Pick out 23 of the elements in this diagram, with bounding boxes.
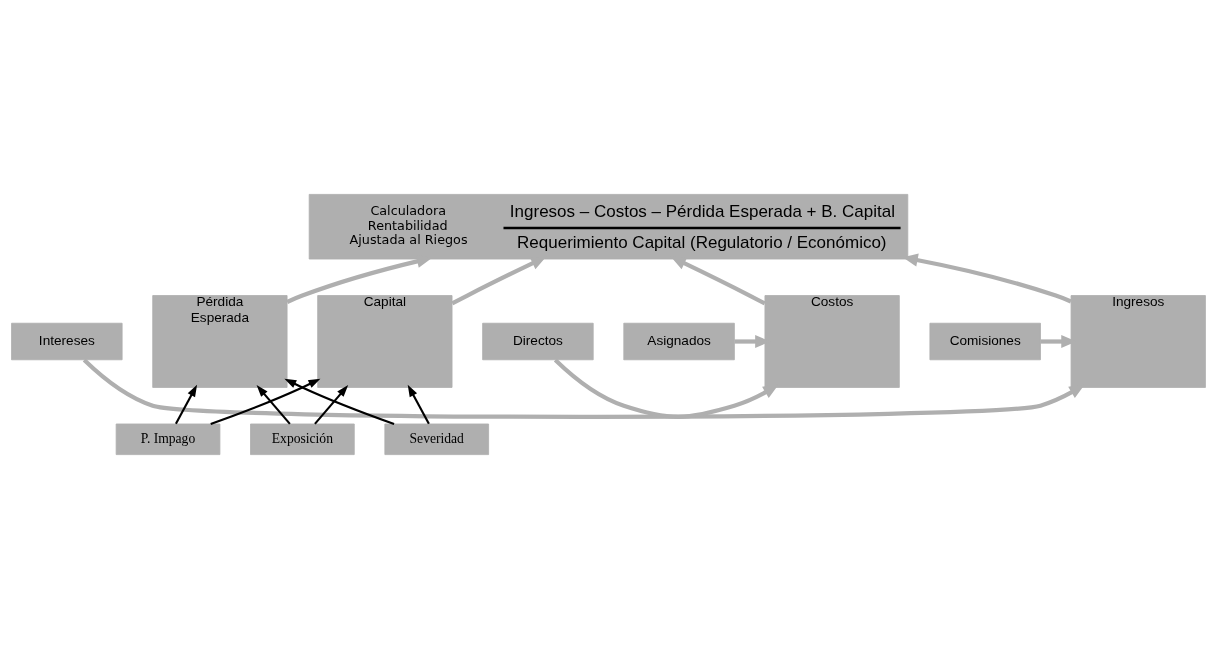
node-box: Directos [482,322,594,360]
arrow [256,384,291,425]
arrow [670,256,766,305]
node-box: Ingresos [1070,294,1206,388]
node-box: Intereses [11,322,123,360]
node-box: P. Impago [115,423,221,455]
arrow [902,253,1072,303]
arrow [82,357,1085,419]
arrow [210,378,321,425]
arrow [284,378,395,425]
node-box: Severidad [384,423,490,455]
arrow [407,384,430,424]
arrow [553,357,779,419]
node-box: Calculadora Rentabilidad Ajustada al Riegos Ingresos – Costos – Pérdida Esperada + B. Capital Requerimiento Capital (Regulatorio / Económico) [308,193,909,259]
arrow [451,256,547,305]
node-box: Pérdida Esperada [152,294,288,388]
node-box: Comisiones [929,322,1041,360]
arrow [174,384,198,424]
node-box: Costos [764,294,900,388]
node-box: Exposición [250,423,355,455]
arrow [314,384,349,425]
node-box: Asignados [623,322,735,360]
node-box: Capital [317,294,453,388]
